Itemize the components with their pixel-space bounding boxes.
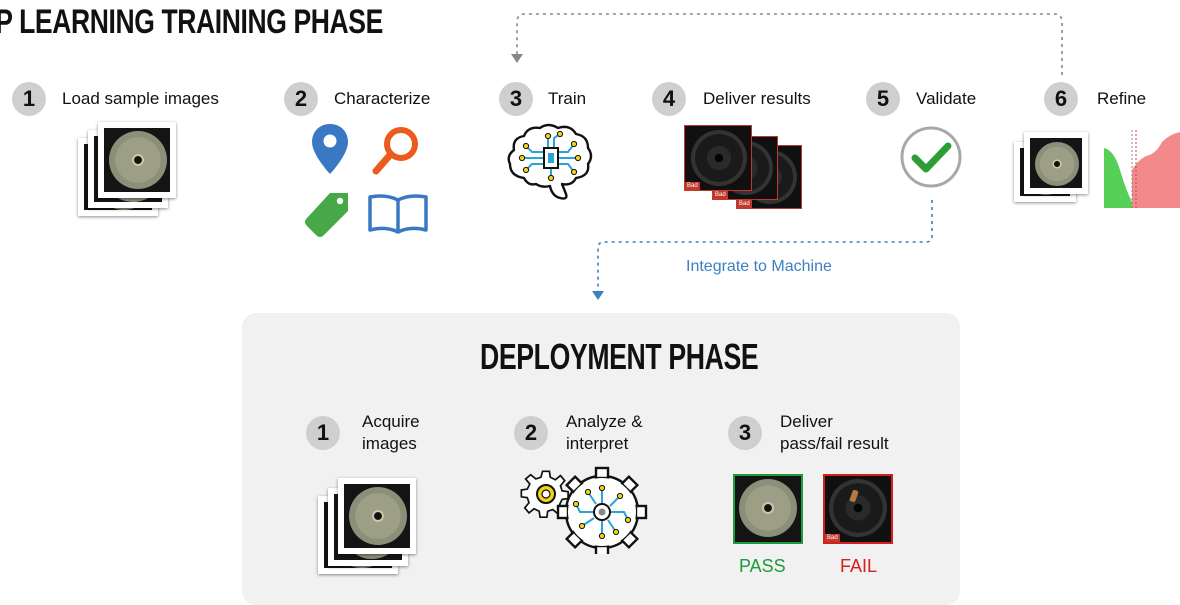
refine-image [1024,132,1088,194]
refine-loop-arrowhead [511,54,523,63]
pass-label: PASS [739,556,786,576]
acquired-image [338,478,416,554]
gears-circuit-icon [520,466,648,554]
step-4-label: Deliver results [703,89,811,108]
deploy-step-3-label: Deliver pass/fail result [780,411,889,455]
deploy-step-1-line2: images [362,434,417,453]
step-4-number: 4 [652,82,686,116]
deployment-phase-title: DEPLOYMENT PHASE [480,336,759,377]
deploy-step-3-line1: Deliver [780,412,833,431]
fail-label: FAIL [840,556,878,576]
bad-tag: Bad [713,191,728,199]
refine-histogram-icon [1104,130,1180,208]
step-5-number: 5 [866,82,900,116]
step-2-label: Characterize [334,89,431,108]
step-1-label: Load sample images [62,89,219,108]
bad-tag: Bad [825,534,840,542]
sample-image [98,122,176,198]
deploy-step-1-label: Acquire images [362,411,420,455]
fail-image: Bad [823,474,893,544]
integrate-arrow [597,200,933,291]
step-5-label: Validate [916,89,977,108]
magnifier-icon [372,127,418,175]
step-1-number: 1 [12,82,46,116]
deploy-step-3-line2: pass/fail result [780,434,889,453]
book-icon [368,194,428,234]
deploy-step-2-label: Analyze & interpret [566,411,643,455]
integrate-arrowhead [592,291,604,300]
location-pin-icon [312,124,348,174]
deploy-step-3-number: 3 [728,416,762,450]
tag-icon [305,193,348,237]
deploy-step-1-number: 1 [306,416,340,450]
training-phase-title: EP LEARNING TRAINING PHASE [0,3,383,41]
bad-tag: Bad [737,200,752,208]
brain-circuit-icon [507,123,593,200]
step-2-number: 2 [284,82,318,116]
checkmark-circle-icon [900,126,962,188]
deploy-step-1-line1: Acquire [362,412,420,431]
pass-image [733,474,803,544]
bad-result-image: Bad [684,125,752,191]
step-3-label: Train [548,89,587,108]
step-6-number: 6 [1044,82,1078,116]
deploy-step-2-line2: interpret [566,434,629,453]
step-3-number: 3 [499,82,533,116]
step-6-label: Refine [1097,89,1147,108]
deploy-step-2-line1: Analyze & [566,412,643,431]
integrate-to-machine-label: Integrate to Machine [686,258,832,275]
deploy-step-2-number: 2 [514,416,548,450]
refine-loop-arrow [516,13,1063,75]
bad-tag: Bad [685,182,700,190]
